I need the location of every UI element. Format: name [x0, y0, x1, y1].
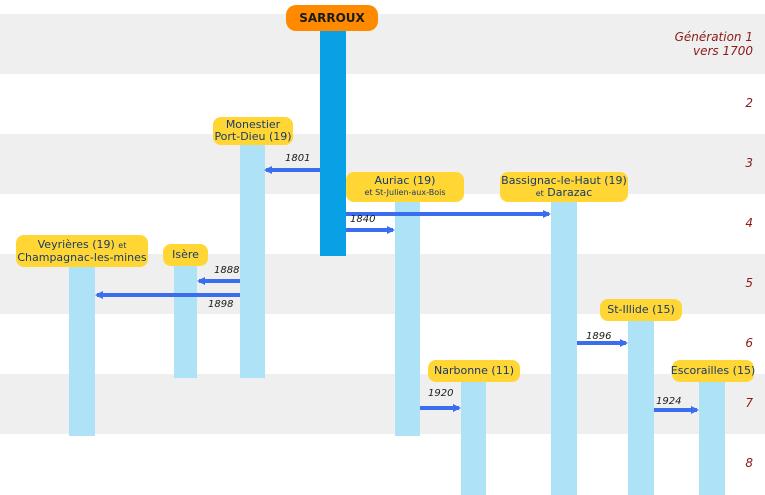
generation-label-3: 3 — [745, 156, 753, 170]
place-bassignac-line2-wrap: et Darazac — [535, 185, 593, 200]
place-narbonne-label: Narbonne (11) — [434, 364, 514, 377]
place-sarroux-label: SARROUX — [299, 11, 365, 25]
place-escorailles: Escorailles (15) — [670, 360, 756, 382]
place-stillide-label: St-Illide (15) — [607, 303, 675, 316]
place-stillide: St-Illide (15) — [600, 299, 682, 321]
place-veyrieres: Veyrières (19) et Champagnac-les-mines — [16, 235, 148, 267]
year-1920: 1920 — [428, 388, 454, 399]
place-monestier-line1: Monestier — [225, 118, 281, 131]
year-1924: 1924 — [656, 396, 682, 407]
year-1801: 1801 — [285, 153, 311, 164]
generation-label-6: 6 — [745, 336, 753, 350]
place-monestier-line2: Port-Dieu (19) — [214, 130, 292, 143]
year-1896: 1896 — [586, 331, 612, 342]
bar-bassignac — [551, 196, 577, 495]
place-veyrieres-line1: Veyrières (19) — [37, 237, 115, 251]
place-auriac-line2: et St-Julien-aux-Bois — [364, 188, 446, 197]
generation-label-7: 7 — [745, 396, 753, 410]
bar-escorailles — [699, 376, 725, 495]
place-bassignac-line1: Bassignac-le-Haut (19) — [501, 173, 627, 187]
year-1898: 1898 — [208, 299, 234, 310]
year-1840: 1840 — [350, 214, 376, 225]
place-bassignac: Bassignac-le-Haut (19) et Darazac — [500, 172, 628, 202]
generation-label-4: 4 — [745, 216, 753, 230]
generation-label-2: 2 — [745, 96, 753, 110]
place-auriac-line1: Auriac (19) — [374, 174, 436, 187]
place-escorailles-label: Escorailles (15) — [670, 364, 756, 377]
place-veyrieres-et: et — [118, 240, 127, 250]
place-bassignac-et: et — [535, 188, 544, 198]
place-sarroux: SARROUX — [286, 5, 378, 31]
generation-label-8: 8 — [745, 456, 753, 470]
place-monestier: Monestier Port-Dieu (19) — [213, 117, 293, 145]
generation-label-1: Génération 1 vers 1700 — [675, 30, 753, 58]
place-bassignac-line2: Darazac — [547, 185, 593, 199]
year-1888: 1888 — [214, 265, 240, 276]
bar-veyrieres — [69, 262, 95, 436]
place-isere-label: Isère — [172, 248, 199, 261]
generation-1-sub: vers 1700 — [692, 44, 753, 58]
place-veyrieres-line1-wrap: Veyrières (19) et — [37, 237, 127, 252]
generation-band-1 — [0, 14, 765, 74]
bar-stillide — [628, 316, 654, 495]
place-narbonne: Narbonne (11) — [428, 360, 520, 382]
place-isere: Isère — [163, 244, 208, 266]
bar-monestier — [240, 140, 265, 378]
bar-auriac — [395, 196, 420, 436]
generation-label-5: 5 — [745, 276, 753, 290]
bar-sarroux — [320, 28, 346, 256]
bar-isere — [174, 262, 197, 378]
place-veyrieres-line2: Champagnac-les-mines — [17, 250, 147, 264]
bar-narbonne — [461, 376, 486, 495]
place-auriac: Auriac (19) et St-Julien-aux-Bois — [346, 172, 464, 202]
generation-1-label: Génération 1 — [674, 30, 753, 44]
